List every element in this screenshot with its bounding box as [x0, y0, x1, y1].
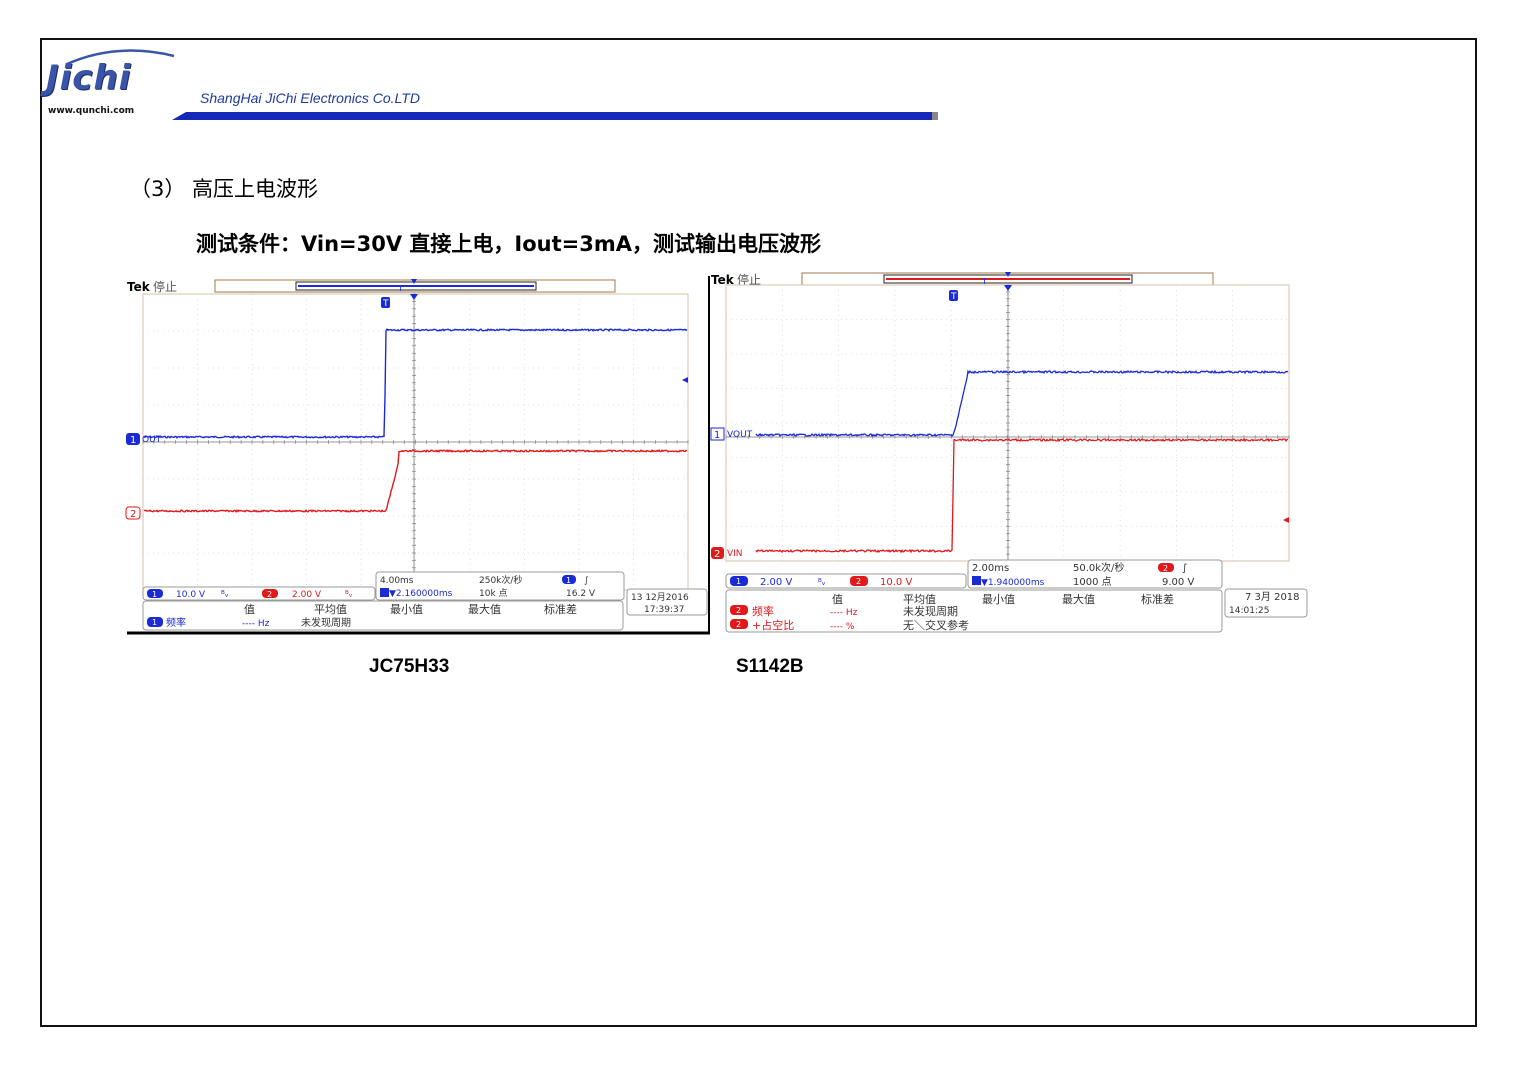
logo-swoosh: [66, 49, 175, 66]
meas-note: 未发现周期: [903, 604, 958, 618]
svg-text:1: 1: [566, 576, 571, 585]
graticule: [142, 293, 689, 591]
caption-right: S1142B: [736, 656, 804, 677]
meas-header: 最大值: [468, 602, 501, 616]
scope-brand: Tek: [127, 280, 151, 294]
scope-state: 停止: [153, 279, 177, 294]
trigger-marker: T: [397, 284, 403, 293]
svg-text:2: 2: [130, 509, 136, 520]
svg-text:1: 1: [130, 435, 136, 446]
measurement-headers: 值 平均值 最小值 最大值 标准差: [832, 592, 1174, 606]
meas-note: 无＼交叉参考: [903, 618, 969, 632]
meas-name: +占空比: [752, 618, 794, 632]
ch2-scale: 10.0 V: [880, 577, 912, 588]
page-frame: [40, 38, 1477, 1027]
trigger-level-icon: [682, 377, 688, 383]
svg-text:2: 2: [1163, 564, 1168, 573]
scope-brand: Tek: [711, 273, 735, 287]
meas-header: 最小值: [390, 603, 423, 616]
ch1-marker: [710, 427, 725, 441]
meas-value: ---- %: [830, 622, 855, 632]
section-title: （3） 高压上电波形: [130, 177, 319, 201]
svg-text:2: 2: [714, 549, 720, 560]
time: 14:01:25: [1229, 606, 1269, 616]
trig-level: 16.2 V: [566, 589, 596, 599]
trigger-t-icon: [381, 297, 390, 308]
svg-text:ᴮᵥ: ᴮᵥ: [818, 578, 826, 588]
meas-note: 未发现周期: [301, 616, 351, 629]
svg-text:1: 1: [152, 618, 157, 627]
svg-text:∫: ∫: [1182, 563, 1187, 574]
trig-pos: ▼2.160000ms: [389, 589, 453, 599]
meas-name: 频率: [752, 604, 774, 618]
ch2-waveform: [143, 449, 688, 514]
svg-text:2: 2: [267, 590, 272, 599]
logo-text: Jichi: [46, 58, 132, 98]
meas-header: 平均值: [903, 593, 936, 606]
meas-value: ---- Hz: [242, 619, 270, 629]
meas-header: 最大值: [1062, 592, 1095, 606]
svg-text:2: 2: [736, 606, 741, 615]
meas-header: 值: [244, 603, 255, 616]
ch1-label: OUT: [142, 435, 162, 445]
scope-state: 停止: [737, 272, 761, 287]
ch1-waveform: [143, 328, 688, 439]
ch1-scale: 10.0 V: [176, 590, 206, 600]
header-bar: [172, 112, 938, 120]
sample-rate: 50.0k次/秒: [1073, 561, 1124, 574]
timebase: 4.00ms: [380, 576, 414, 586]
svg-text:∫: ∫: [584, 576, 589, 586]
sample-rate: 250k次/秒: [479, 574, 522, 586]
scope-right: Tek 停止 T T 1 VOUT 2 VIN 1 2.00 V ᴮᵥ 2 10…: [710, 270, 1310, 636]
company-name: ShangHai JiChi Electronics Co.LTD: [200, 90, 420, 106]
trigger-level-icon: [1283, 517, 1289, 523]
caption-left: JC75H33: [369, 656, 450, 677]
date: 13 12月2016: [631, 592, 689, 603]
measurement-headers: 值 平均值 最小值 最大值 标准差: [244, 602, 577, 616]
graticule: [725, 284, 1290, 562]
svg-text:ᴮᵥ: ᴮᵥ: [345, 590, 353, 600]
svg-text:T: T: [950, 292, 957, 302]
ch2-marker: [125, 506, 141, 520]
ch2-label: VIN: [727, 549, 743, 559]
timebase: 2.00ms: [972, 563, 1009, 574]
points: 10k 点: [479, 588, 508, 599]
ch1-waveform: [755, 369, 1289, 438]
meas-name: 频率: [166, 616, 186, 629]
trig-pos: ▼1.940000ms: [981, 578, 1045, 588]
meas-header: 标准差: [1141, 592, 1174, 606]
meas-header: 最小值: [982, 593, 1015, 606]
bw-icon: ᴮᵥ: [221, 590, 229, 600]
meas-header: 标准差: [544, 602, 577, 616]
meas-value: ---- Hz: [830, 608, 858, 618]
test-condition: 测试条件：Vin=30V 直接上电，Iout=3mA，测试输出电压波形: [196, 232, 821, 256]
svg-text:T: T: [382, 299, 389, 309]
ch1-scale: 2.00 V: [760, 577, 792, 588]
trigger-t-icon: [949, 290, 958, 301]
logo-url: www.qunchi.com: [48, 106, 135, 116]
time: 17:39:37: [644, 605, 684, 615]
ch1-label: VOUT: [727, 430, 753, 440]
svg-text:1: 1: [736, 577, 741, 586]
svg-text:1: 1: [152, 590, 157, 599]
ch2-marker: [711, 547, 724, 559]
svg-text:2: 2: [856, 577, 861, 586]
ch2-waveform: [755, 437, 1289, 554]
trig-level: 9.00 V: [1162, 577, 1194, 588]
meas-header: 值: [832, 593, 843, 606]
date: 7 3月 2018: [1245, 591, 1300, 603]
ch1-marker: [126, 433, 140, 445]
svg-text:2: 2: [736, 620, 741, 629]
svg-text:T: T: [981, 277, 987, 286]
ch2-scale: 2.00 V: [292, 590, 322, 600]
scope-left: Tek 停止 T T 1 OUT 2 1 10.0 V ᴮᵥ 2 2.00 V …: [124, 276, 710, 636]
svg-text:1: 1: [714, 430, 720, 441]
meas-header: 平均值: [314, 603, 347, 616]
points: 1000 点: [1073, 576, 1112, 588]
